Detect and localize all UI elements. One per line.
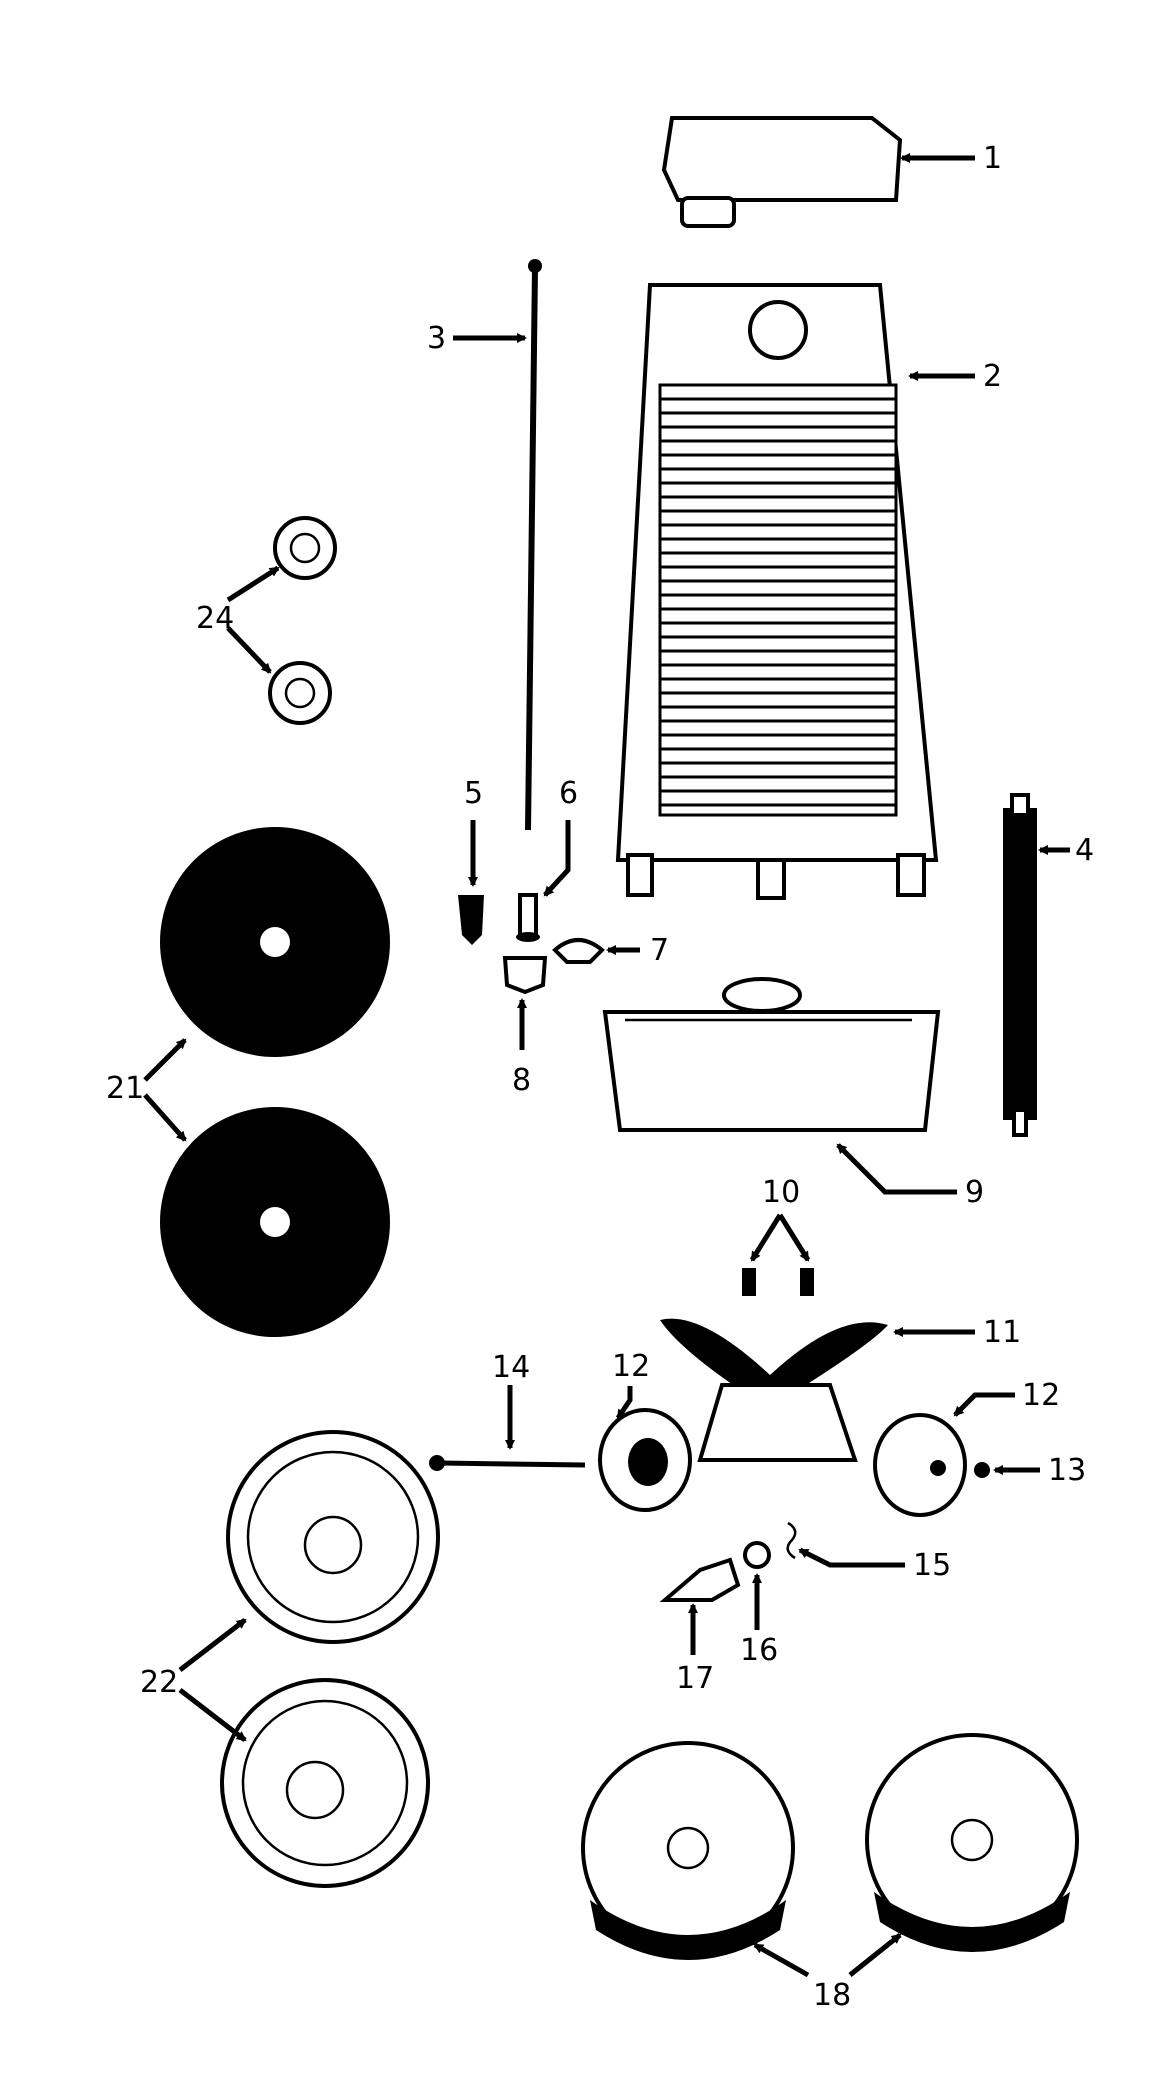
part-screws-10 — [742, 1268, 814, 1296]
callout-21: 21 — [106, 1071, 144, 1106]
callout-18: 18 — [813, 1978, 851, 2013]
callout-16: 16 — [740, 1633, 778, 1668]
part-brush-left — [581, 1741, 795, 1960]
part-tank-body — [615, 283, 939, 900]
part-drive-ring-bottom — [220, 1678, 430, 1888]
callout-12-right: 12 — [1022, 1378, 1060, 1413]
part-bushing-top — [273, 516, 337, 580]
callout-10: 10 — [762, 1175, 800, 1210]
part-spring — [1003, 793, 1037, 1137]
part-y-bracket — [660, 1318, 888, 1462]
part-base-tray — [602, 977, 941, 1132]
part-brush-right — [865, 1733, 1079, 1952]
part-lid — [661, 116, 903, 228]
callout-2: 2 — [983, 359, 1002, 394]
part-pad-bottom — [160, 1107, 390, 1337]
callout-5: 5 — [464, 776, 483, 811]
callout-13: 13 — [1048, 1453, 1086, 1488]
callout-17: 17 — [676, 1661, 714, 1696]
callout-7: 7 — [650, 933, 669, 968]
part-block-8 — [502, 956, 548, 995]
callout-4: 4 — [1075, 833, 1094, 868]
callout-22: 22 — [140, 1665, 178, 1700]
part-valve-17 — [659, 1557, 741, 1602]
callout-6: 6 — [559, 776, 578, 811]
callout-14: 14 — [492, 1350, 530, 1385]
part-pin-6 — [516, 893, 540, 942]
part-drive-ring-top — [226, 1430, 440, 1644]
part-cap-7 — [552, 938, 605, 964]
callout-8: 8 — [512, 1063, 531, 1098]
part-washer-16 — [743, 1541, 771, 1569]
part-bushing-bottom — [268, 661, 332, 725]
callout-1: 1 — [983, 141, 1002, 176]
leader-arrows — [143, 153, 1070, 1978]
callout-24: 24 — [196, 601, 234, 636]
callout-9: 9 — [965, 1175, 984, 1210]
callout-15: 15 — [913, 1548, 951, 1583]
part-screw-5 — [458, 895, 484, 945]
part-pad-top — [160, 827, 390, 1057]
part-hub-left — [598, 1408, 692, 1512]
callout-3: 3 — [427, 321, 446, 356]
part-rod — [525, 259, 542, 831]
part-clip-15 — [786, 1521, 797, 1560]
part-nut-13 — [974, 1462, 990, 1478]
part-hub-right — [873, 1413, 967, 1517]
part-axle-14 — [429, 1455, 586, 1471]
callout-12-left: 12 — [612, 1349, 650, 1384]
callout-11: 11 — [983, 1315, 1021, 1350]
callout-labels: 1 2 3 4 5 6 7 8 9 10 11 12 12 13 14 15 1… — [106, 141, 1094, 2013]
